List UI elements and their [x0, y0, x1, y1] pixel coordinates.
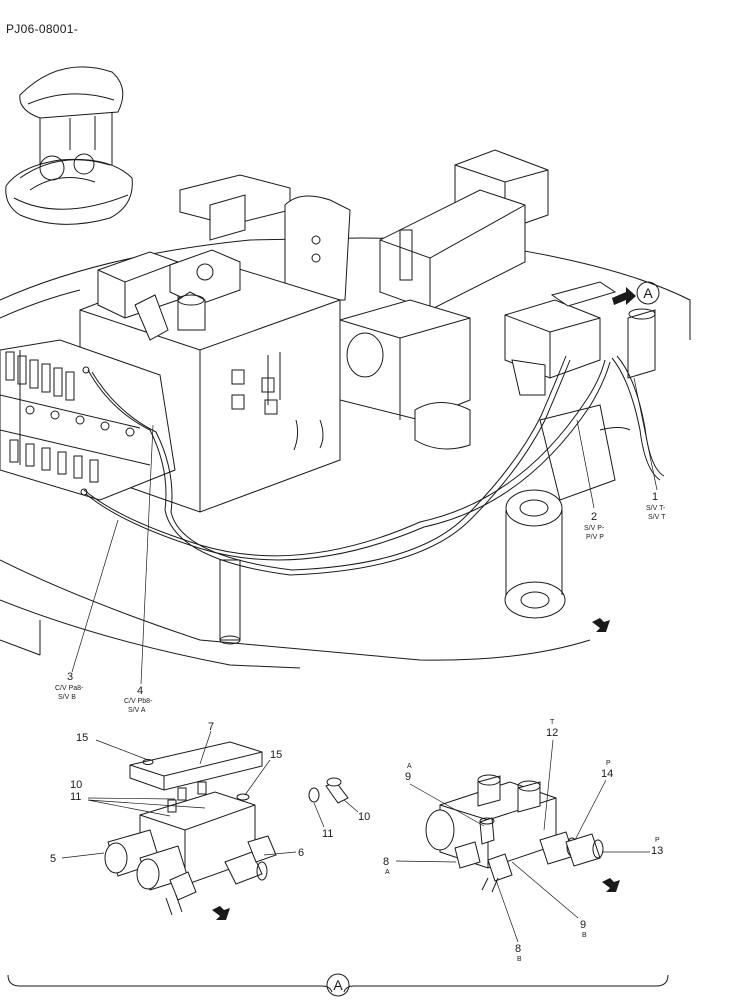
callout-12-port: T	[550, 719, 555, 726]
valve-bank-spools	[5, 351, 135, 483]
callout-10b-number: 10	[358, 811, 370, 823]
callout-13-number: 13	[651, 845, 663, 857]
view-marker-circle	[636, 281, 660, 305]
callout-3-number: 3	[67, 671, 73, 683]
view-marker-circle-bottom	[326, 973, 350, 997]
machine-thumbnail	[5, 66, 133, 225]
callout-8a-number: 8	[383, 856, 389, 868]
callout-1-line1: S/V T-	[646, 505, 666, 512]
detail-view-brace	[7, 974, 669, 993]
callout-11b-number: 11	[322, 828, 333, 840]
direction-arrow-icon	[602, 878, 620, 892]
hose-routing	[80, 355, 665, 576]
callout-9b-port: B	[582, 932, 587, 939]
direction-arrow-icon	[612, 287, 636, 305]
callout-3-line1: C/V Pa8-	[55, 685, 84, 692]
callout-8b-port: B	[517, 956, 522, 963]
direction-arrow-icon	[212, 906, 230, 920]
callout-13-port: P	[655, 837, 660, 844]
callout-2-line2: P/V P	[586, 534, 604, 541]
callout-1-line2: S/V T	[648, 514, 666, 521]
detail-right-assembly	[425, 774, 604, 893]
callout-1-number: 1	[652, 491, 658, 503]
callout-2-line1: S/V P-	[584, 525, 605, 532]
bolt-washer-detail	[308, 777, 349, 804]
callout-9a-port: A	[407, 763, 412, 770]
callout-14-port: P	[606, 760, 611, 767]
view-marker-label: A	[643, 285, 653, 301]
callout-4-line2: S/V A	[128, 707, 146, 714]
callout-4-number: 4	[137, 685, 143, 697]
page-code: PJ06-08001-	[6, 22, 79, 36]
detail-left-assembly	[104, 741, 277, 916]
callout-4-line1: C/V Pb8-	[124, 698, 153, 705]
callout-8b-number: 8	[515, 943, 521, 955]
callout-8a-port: A	[385, 869, 390, 876]
callout-10a-number: 10	[70, 779, 82, 791]
direction-arrow-icon	[592, 618, 610, 632]
callout-7-number: 7	[208, 721, 214, 733]
callout-5-number: 5	[50, 853, 56, 865]
callout-15a-number: 15	[76, 732, 88, 744]
upper-structure	[0, 149, 691, 669]
callout-14-number: 14	[601, 768, 613, 780]
callout-3-line2: S/V B	[58, 694, 76, 701]
callout-2-number: 2	[591, 511, 597, 523]
view-marker-label-bottom: A	[333, 977, 343, 993]
callout-6-number: 6	[298, 847, 304, 859]
callout-12-number: 12	[546, 727, 558, 739]
callout-15b-number: 15	[270, 749, 282, 761]
callout-11a-number: 11	[70, 791, 81, 803]
callout-9b-number: 9	[580, 919, 586, 931]
callout-9a-number: 9	[405, 771, 411, 783]
